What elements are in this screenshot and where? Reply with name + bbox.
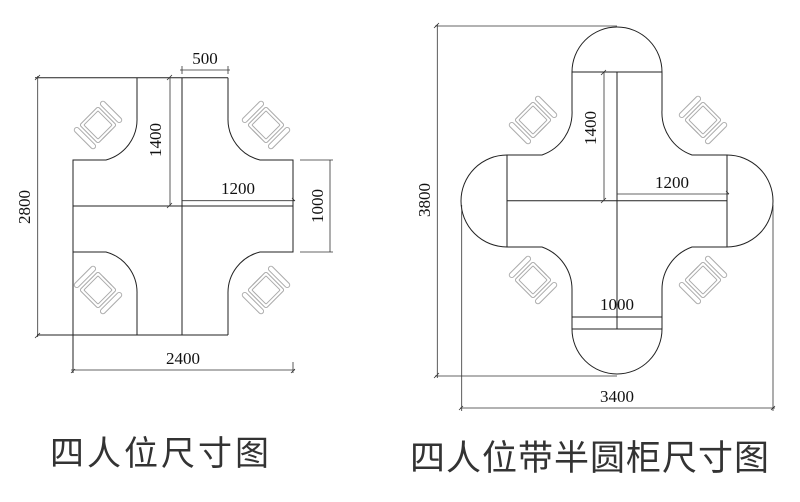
right-diagram-title: 四人位带半圆柜尺寸图 (410, 439, 771, 479)
right-dim-3400: 3400 (600, 387, 634, 406)
chair-icon (72, 264, 124, 316)
left-dim-1000: 1000 (308, 189, 327, 223)
chair-icon (72, 99, 124, 151)
left-desk-outline (35, 77, 294, 373)
right-desk-outline (460, 26, 774, 375)
left-dim-2800: 2800 (15, 190, 34, 224)
left-dim-2400: 2400 (166, 349, 200, 368)
chair-icon (507, 254, 559, 306)
chair-icon (507, 94, 559, 146)
left-dim-500: 500 (192, 49, 218, 68)
chair-icon (677, 254, 729, 306)
right-dimension-lines (433, 22, 776, 411)
chair-icon (240, 99, 292, 151)
right-dim-1200: 1200 (655, 173, 689, 192)
left-dim-1200: 1200 (221, 179, 255, 198)
left-diagram-title: 四人位尺寸图 (50, 434, 272, 474)
chair-icon (677, 94, 729, 146)
left-dimension-lines (34, 66, 333, 374)
left-dim-1400: 1400 (146, 123, 165, 157)
right-dim-1400: 1400 (581, 111, 600, 145)
chair-icon (240, 264, 292, 316)
right-dim-3800: 3800 (415, 183, 434, 217)
right-dim-1000: 1000 (600, 295, 634, 314)
